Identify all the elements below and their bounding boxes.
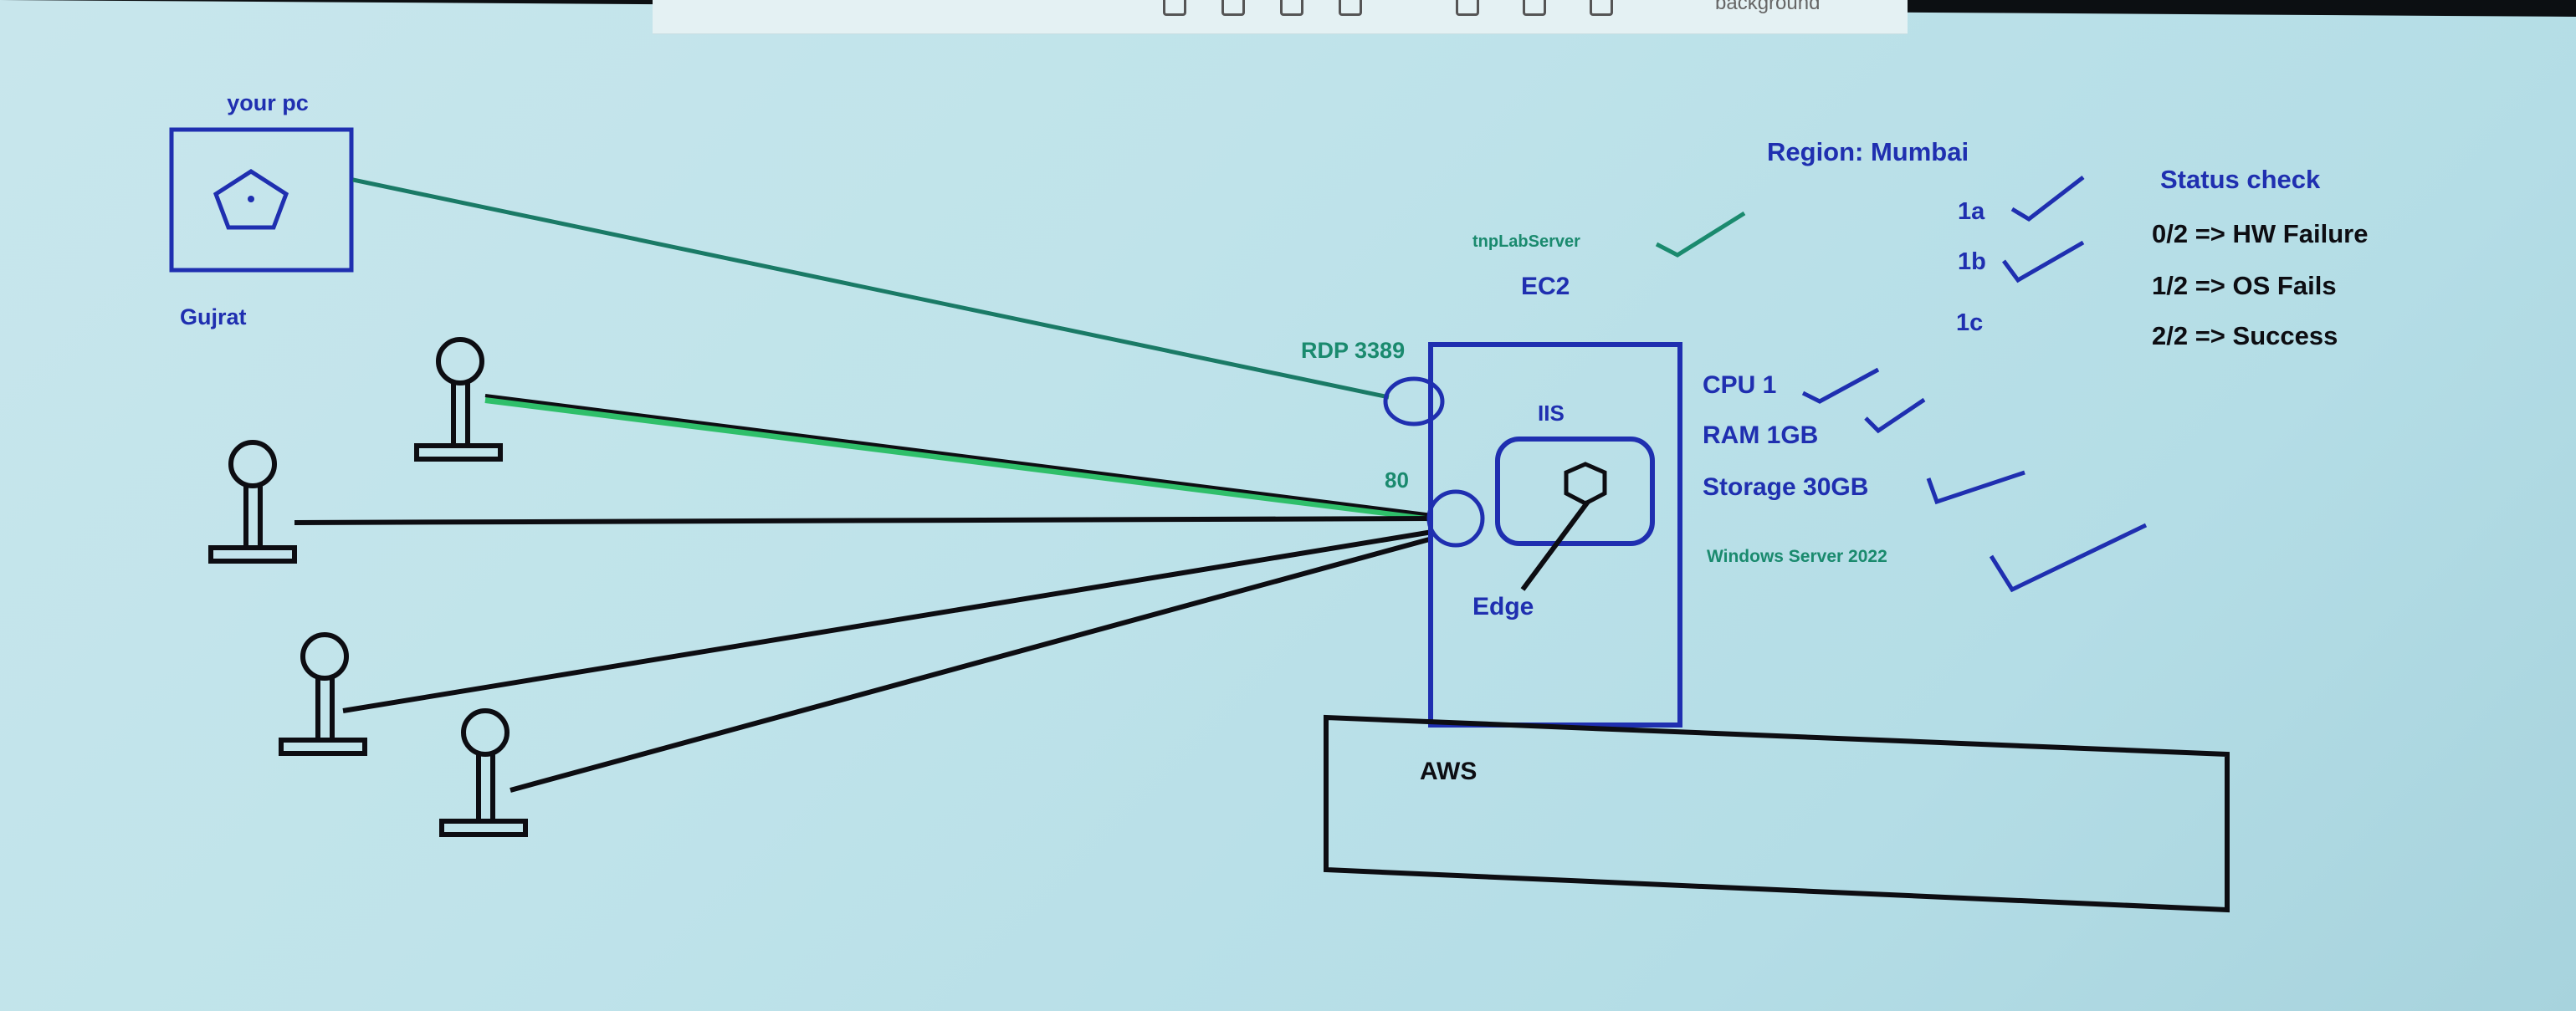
tool-icon[interactable] [1163, 0, 1186, 16]
iis-box [1495, 437, 1655, 546]
zone-1b: 1b [1958, 248, 1986, 275]
ec2-title: EC2 [1521, 273, 1570, 300]
toolbar-background-option[interactable]: background [1715, 0, 1821, 14]
pc-location: Gujrat [180, 304, 247, 329]
user-connection-line [294, 516, 1433, 525]
spec-ram: RAM 1GB [1703, 421, 1818, 449]
edge-label: Edge [1472, 593, 1534, 620]
os-check-mark [1989, 523, 2148, 593]
pc-box [169, 127, 354, 273]
user-connection-line [342, 529, 1433, 713]
status-check-title: Status check [2160, 165, 2321, 194]
user-connection-line [510, 536, 1433, 793]
tool-icon[interactable] [1590, 0, 1613, 16]
tool-icon[interactable] [1221, 0, 1245, 16]
aws-box [1324, 714, 2230, 913]
spec-cpu: CPU 1 [1703, 371, 1776, 399]
status-line: 2/2 => Success [2152, 321, 2338, 350]
tool-icon[interactable] [1339, 0, 1362, 16]
tool-icon[interactable] [1523, 0, 1546, 16]
spec-os: Windows Server 2022 [1707, 547, 1887, 566]
status-line: 1/2 => OS Fails [2152, 271, 2337, 300]
zone-1a: 1a [1958, 198, 1985, 225]
ram-check-mark [1864, 397, 1926, 434]
zone-1a-check-mark [2010, 176, 2085, 222]
iis-hexagon-icon [1564, 462, 1607, 506]
pc-title: your pc [227, 90, 309, 115]
spec-storage: Storage 30GB [1703, 473, 1868, 501]
zone-1c: 1c [1956, 309, 1983, 336]
http-port-label: 80 [1385, 467, 1409, 493]
storage-check-mark [1926, 470, 2025, 505]
tool-icon[interactable] [1456, 0, 1479, 16]
pc-pentagon-icon [213, 169, 289, 230]
tool-icon[interactable] [1280, 0, 1303, 16]
status-line: 0/2 => HW Failure [2152, 219, 2368, 248]
user-connection-line [484, 396, 1433, 522]
iis-label: IIS [1538, 401, 1565, 426]
edge-pointer-line [1520, 500, 1590, 591]
drawing-toolbar [653, 0, 1908, 34]
zone-1b-check-mark [2001, 240, 2085, 283]
user-connection-line [484, 394, 1433, 517]
http-port-ellipse [1426, 489, 1485, 548]
region-label: Region: Mumbai [1767, 137, 1969, 166]
aws-label: AWS [1420, 758, 1477, 785]
user-icon [279, 632, 367, 756]
rdp-port-ellipse [1383, 376, 1445, 426]
user-icon [208, 440, 297, 564]
server-name-check-mark [1655, 211, 1746, 258]
rdp-connection-line [352, 177, 1390, 400]
cpu-check-mark [1801, 367, 1880, 404]
pc-dot-icon [248, 196, 254, 202]
user-icon [414, 337, 503, 462]
rdp-port-label: RDP 3389 [1301, 338, 1405, 363]
user-icon [439, 708, 528, 837]
ec2-server-name: tnpLabServer [1472, 232, 1580, 251]
